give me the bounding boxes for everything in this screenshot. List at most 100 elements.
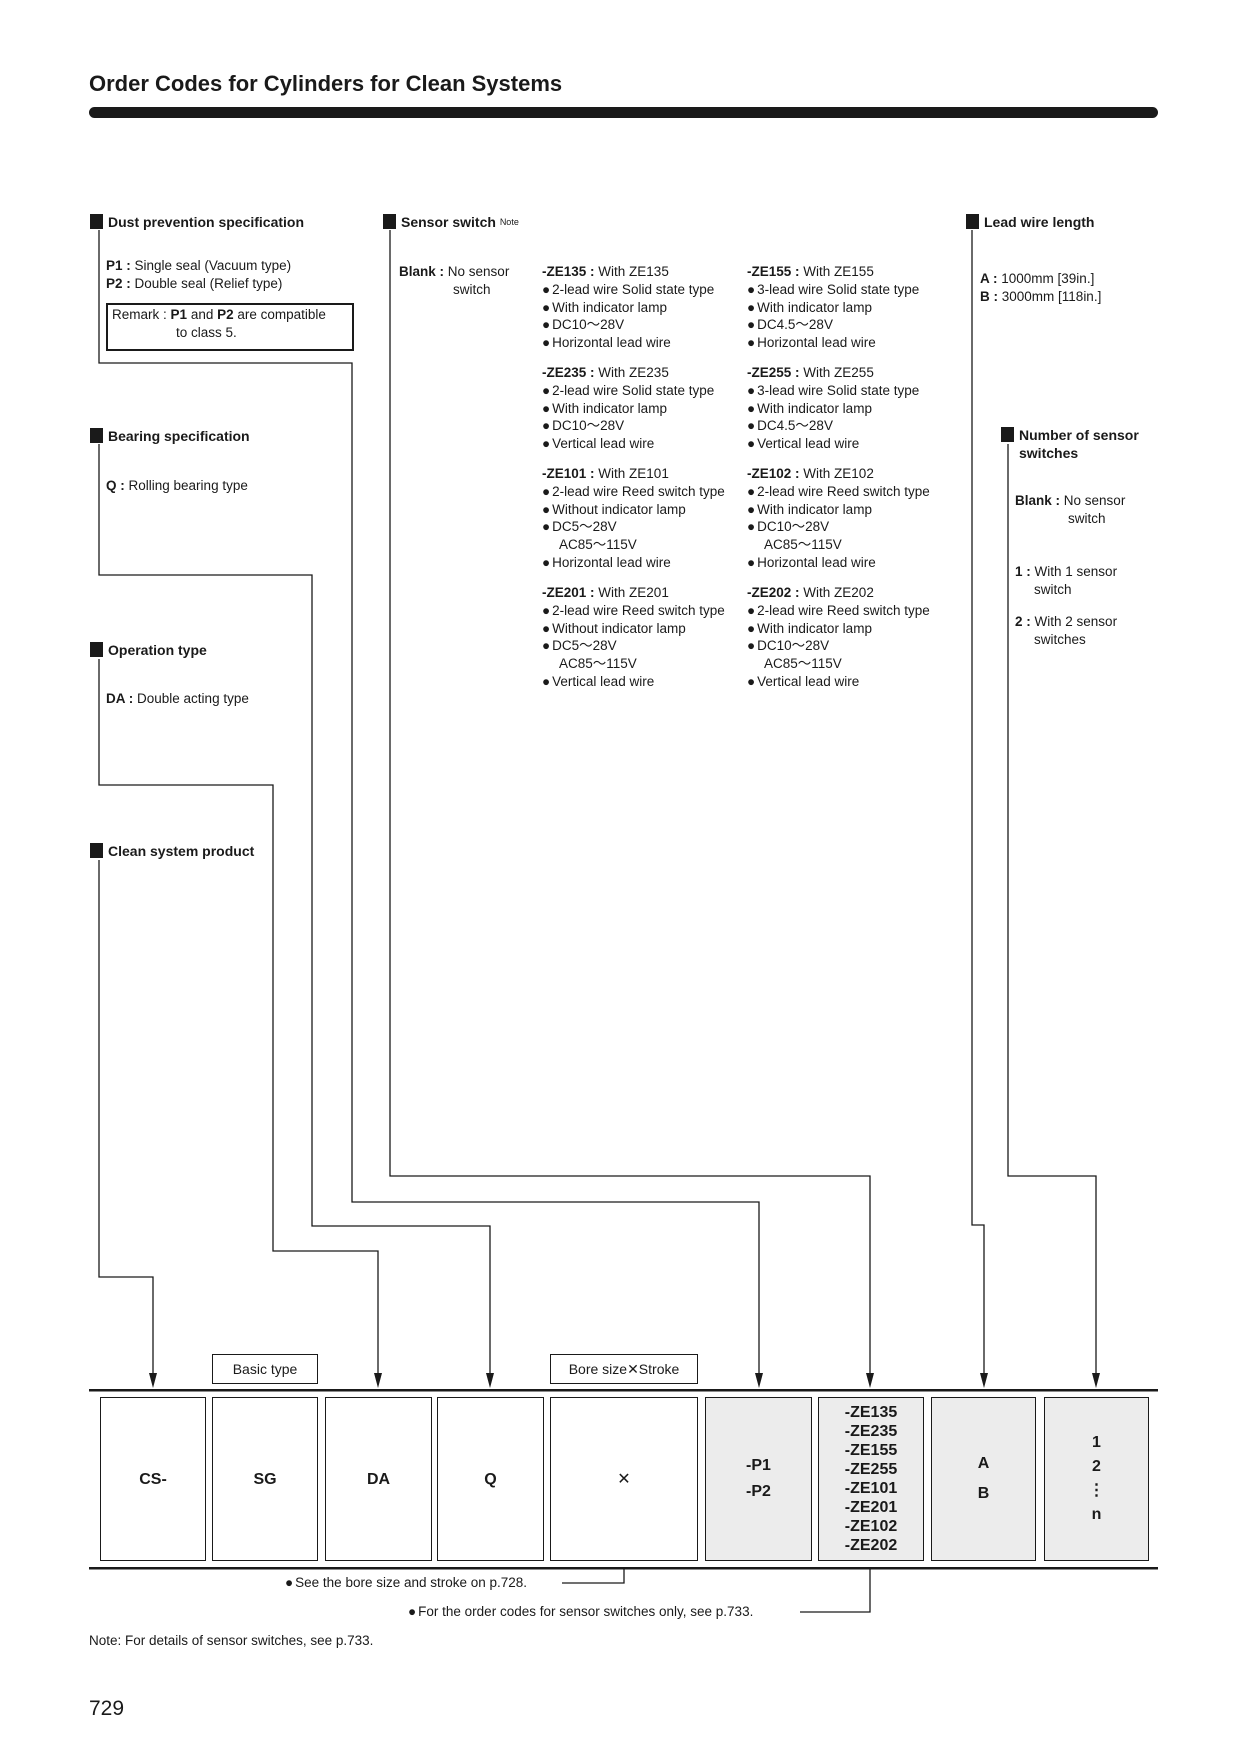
- option-q: Q : Rolling bearing type: [106, 477, 248, 495]
- remark-line2: to class 5.: [176, 325, 237, 340]
- note-superscript: Note: [499, 217, 519, 227]
- switch-code: -ZE101 :: [542, 466, 595, 481]
- code-1: 1: [1092, 1434, 1101, 1451]
- option-b: B : 3000mm [118in.]: [980, 288, 1101, 306]
- option-desc: 3000mm [118in.]: [1001, 288, 1102, 304]
- sensor-switch-option: -ZE135 : With ZE1352-lead wire Solid sta…: [542, 263, 714, 352]
- number-one-option: 1 : With 1 sensor switch: [1015, 563, 1117, 599]
- option-desc-cont: switches: [1034, 631, 1086, 647]
- switch-spec: With indicator lamp: [747, 620, 930, 638]
- option-desc: No sensor: [447, 264, 510, 279]
- code-box-bore-stroke: ✕: [550, 1397, 698, 1561]
- sensor-switch-option: -ZE201 : With ZE2012-lead wire Reed swit…: [542, 584, 725, 691]
- remark-p2: P2: [217, 307, 234, 322]
- sensor-switch-option: -ZE255 : With ZE2553-lead wire Solid sta…: [747, 364, 919, 453]
- heading-text: Sensor switch: [401, 214, 496, 230]
- code-ze: -ZE135: [844, 1404, 898, 1421]
- switch-spec: 2-lead wire Reed switch type: [747, 483, 930, 501]
- remark-suffix: are compatible: [237, 307, 326, 322]
- switch-spec: With indicator lamp: [542, 400, 714, 418]
- switch-spec: DC4.5〜28V: [747, 417, 919, 435]
- switch-spec: 3-lead wire Solid state type: [747, 281, 919, 299]
- operation-connector: [98, 659, 379, 1380]
- dust-connector: [98, 230, 760, 1380]
- code-ze: -ZE255: [844, 1461, 898, 1478]
- switch-spec: Vertical lead wire: [542, 435, 714, 453]
- switch-name: With ZE102: [803, 466, 874, 481]
- square-bullet-icon: [966, 214, 979, 229]
- switch-spec-ac: AC85〜115V: [559, 537, 637, 553]
- switch-spec: DC5〜28V: [542, 637, 725, 655]
- code-n: n: [1091, 1506, 1102, 1523]
- code-ze: -ZE235: [844, 1423, 898, 1440]
- option-code: A :: [980, 271, 998, 286]
- option-desc: Double acting type: [137, 691, 249, 706]
- option-desc: With 2 sensor: [1034, 614, 1118, 629]
- switch-spec: Vertical lead wire: [542, 673, 725, 691]
- code-p1: -P1: [746, 1457, 771, 1474]
- heading-text: Dust prevention specification: [108, 214, 305, 230]
- option-code: P2 :: [106, 275, 131, 291]
- switch-spec: DC4.5〜28V: [747, 316, 919, 334]
- code-box-sg: SG: [212, 1397, 318, 1561]
- switch-spec: With indicator lamp: [747, 400, 919, 418]
- square-bullet-icon: [90, 428, 103, 443]
- code-a: A: [977, 1455, 990, 1472]
- switch-spec: With indicator lamp: [747, 299, 919, 317]
- switch-spec: DC10〜28V: [542, 417, 714, 435]
- option-desc-cont: switch: [453, 281, 491, 297]
- option-code: 2 :: [1015, 614, 1031, 629]
- switch-code: -ZE255 :: [747, 365, 800, 380]
- bearing-heading: Bearing specification: [90, 427, 250, 445]
- switch-code: -ZE202 :: [747, 585, 800, 600]
- switch-spec: DC10〜28V: [747, 518, 930, 536]
- switch-spec: With indicator lamp: [747, 501, 930, 519]
- sensor-switch-option: -ZE155 : With ZE1553-lead wire Solid sta…: [747, 263, 919, 352]
- heading-text: Number of sensor: [1019, 427, 1139, 443]
- lead-wire-heading: Lead wire length: [966, 213, 1094, 231]
- footnote-bore: See the bore size and stroke on p.728.: [285, 1575, 527, 1590]
- code-box-number: 1 2 ⋮ n: [1044, 1397, 1149, 1561]
- option-code: 1 :: [1015, 564, 1031, 579]
- switch-spec-ac: AC85〜115V: [764, 656, 842, 672]
- remark-prefix: Remark :: [112, 307, 167, 322]
- footnote-note: Note: For details of sensor switches, se…: [89, 1633, 374, 1648]
- switch-name: With ZE201: [598, 585, 669, 600]
- option-p2: P2 : Double seal (Relief type): [106, 275, 291, 293]
- number-two-option: 2 : With 2 sensor switches: [1015, 613, 1117, 649]
- switch-name: With ZE255: [803, 365, 874, 380]
- switch-name: With ZE235: [598, 365, 669, 380]
- switch-spec-ac: AC85〜115V: [764, 537, 842, 553]
- option-code: P1 :: [106, 258, 131, 273]
- switch-spec: DC5〜28V: [542, 518, 725, 536]
- dust-prevention-heading: Dust prevention specification: [90, 213, 304, 231]
- bore-stroke-label: Bore size✕Stroke: [550, 1354, 698, 1384]
- switch-spec: Without indicator lamp: [542, 620, 725, 638]
- number-blank-option: Blank : No sensor switch: [1015, 492, 1125, 528]
- option-code: B :: [980, 288, 998, 304]
- remark-box: Remark : P1 and P2 are compatible to cla…: [106, 303, 354, 351]
- switch-spec: 2-lead wire Solid state type: [542, 281, 714, 299]
- switch-spec: Horizontal lead wire: [542, 334, 714, 352]
- switch-spec: Horizontal lead wire: [542, 554, 725, 572]
- sensor-switch-heading: Sensor switch Note: [383, 213, 519, 231]
- square-bullet-icon: [90, 642, 103, 657]
- square-bullet-icon: [90, 214, 103, 229]
- lead-connector: [971, 230, 985, 1380]
- sensor-switch-option: -ZE202 : With ZE2022-lead wire Reed swit…: [747, 584, 930, 691]
- switch-spec-ac: AC85〜115V: [559, 656, 637, 672]
- page-title: Order Codes for Cylinders for Clean Syst…: [89, 71, 563, 96]
- square-bullet-icon: [90, 843, 103, 858]
- switch-spec: Vertical lead wire: [747, 435, 919, 453]
- clean-connector: [98, 860, 154, 1380]
- switch-spec: With indicator lamp: [542, 299, 714, 317]
- footnote-sensor: For the order codes for sensor switches …: [408, 1604, 753, 1619]
- switch-name: With ZE155: [803, 264, 874, 279]
- code-box-da: DA: [325, 1397, 432, 1561]
- switch-name: With ZE202: [803, 585, 874, 600]
- code-box-dust: -P1-P2: [705, 1397, 812, 1561]
- code-box-sensor: -ZE135 -ZE235 -ZE155 -ZE255 -ZE101 -ZE20…: [818, 1397, 924, 1561]
- option-code: Blank :: [399, 264, 445, 279]
